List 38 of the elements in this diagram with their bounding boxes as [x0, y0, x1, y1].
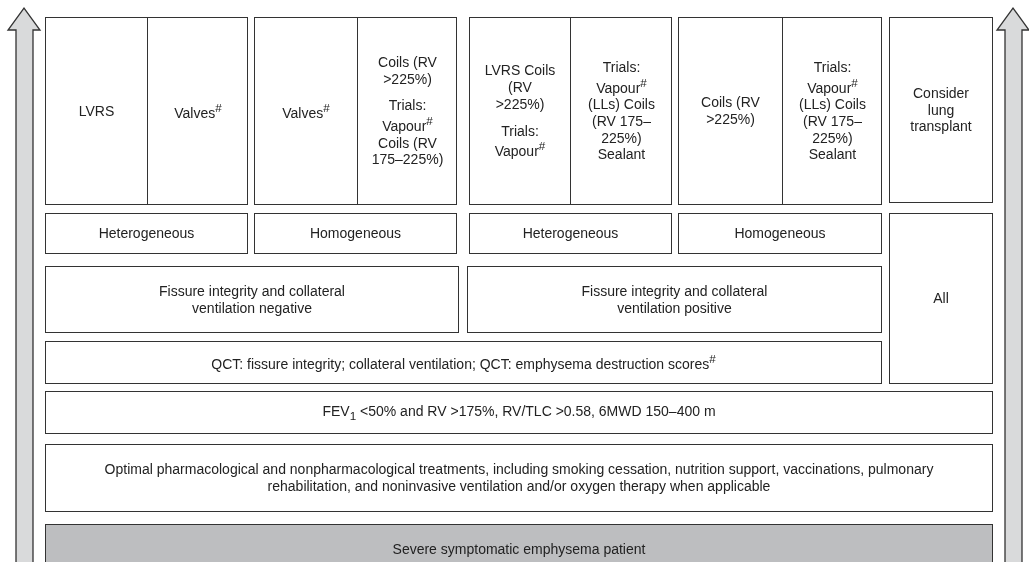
- box-text: Valves$^{#}$: [282, 100, 330, 122]
- box-text: Coils (RV >225%): [377, 53, 438, 88]
- criteria-box: [45, 524, 993, 562]
- criteria-box: [678, 213, 882, 254]
- criteria-box: [45, 266, 459, 333]
- criteria-box: [45, 391, 993, 434]
- criteria-box: [45, 341, 882, 384]
- box-text: LVRS Coils (RV >225%): [484, 62, 556, 113]
- group-box: [45, 17, 248, 205]
- box-text: Fissure integrity and collateral ventilation positive: [580, 282, 769, 317]
- group-box: [678, 17, 882, 205]
- box-text: Heterogeneous: [98, 225, 195, 242]
- box-text: Trials: Vapour$^{#}$: [493, 122, 547, 160]
- box-text: Consider lung transplant: [909, 84, 973, 136]
- criteria-box: [45, 444, 993, 512]
- box-text: Heterogeneous: [522, 225, 619, 242]
- box-text: Trials: Vapour$^{#}$ (LLs) Coils (RV 175–225%) Sealant: [587, 58, 656, 164]
- box-text: FEV$_{1}$ <50% and RV >175%, RV/TLC >0.58, 6MWD 150–400 m: [322, 402, 716, 423]
- criteria-box: [254, 213, 457, 254]
- box-text: Severe symptomatic emphysema patient: [392, 540, 646, 558]
- box-text: Valves$^{#}$: [174, 100, 222, 122]
- box-text: Homogeneous: [309, 225, 402, 242]
- box-text: LVRS: [78, 102, 115, 120]
- box-text: QCT: fissure integrity; collateral ventilation; QCT: emphysema destruction scores$^{#}$: [211, 352, 716, 373]
- box-text: Fissure integrity and collateral ventilation negative: [158, 282, 346, 317]
- box-text: Trials: Vapour$^{#}$ (LLs) Coils (RV 175–225%) Sealant: [799, 58, 866, 164]
- group-box: [469, 17, 672, 205]
- group-box: [254, 17, 457, 205]
- box-text: Coils (RV >225%): [700, 94, 761, 128]
- box-text: All: [933, 290, 949, 307]
- criteria-box: [45, 213, 248, 254]
- criteria-box: [467, 266, 882, 333]
- criteria-box: [889, 17, 993, 203]
- box-text: Homogeneous: [734, 225, 826, 242]
- box-text: Trials: Vapour$^{#}$ Coils (RV 175–225%): [370, 97, 445, 169]
- criteria-box: [889, 213, 993, 384]
- box-text: Optimal pharmacological and nonpharmacological treatments, including smoking cessation, nutrition support, vaccinations, pulmonary rehabilitation, and noninvasive ventilation and/or oxygen therapy when applicable: [103, 461, 935, 495]
- criteria-box: [469, 213, 672, 254]
